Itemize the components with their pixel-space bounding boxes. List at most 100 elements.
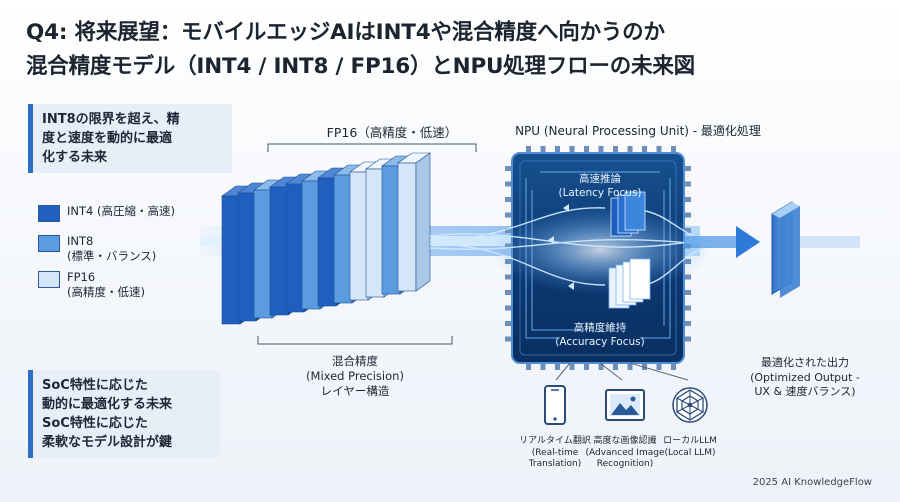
chip-pin (642, 362, 647, 370)
output-block (771, 201, 800, 298)
legend-label: FP16 (67, 270, 96, 284)
app-label: (Advanced Image (585, 447, 665, 458)
npu-label: NPU (Neural Processing Unit) - 最適化処理 (515, 124, 761, 138)
chip-pin (598, 362, 604, 370)
fp16-label: FP16（高精度・低速） (326, 125, 458, 140)
chip-pin (569, 146, 575, 154)
chip-pin (683, 212, 691, 218)
callout-bottom-line: SoC特性に応じた (42, 378, 148, 393)
layer-fp16 (397, 152, 431, 292)
npu-accuracy-block (608, 258, 651, 309)
chip-pin (671, 362, 676, 370)
chip-pin (598, 146, 604, 154)
legend-swatch-fp16 (38, 271, 60, 288)
output-label-line: UX & 速度バランス) (754, 385, 856, 398)
callout-bottom: SoC特性に応じた 動的に最適化する未来 SoC特性に応じた 柔軟なモデル設計が… (28, 370, 220, 458)
mixed-precision-label: 混合精度 (Mixed Precision) レイヤー構造 (290, 354, 420, 399)
legend-swatch-int4 (38, 205, 60, 222)
callout-top-line: 度と速度を動的に最適 (42, 131, 173, 146)
app-connectors (555, 362, 689, 381)
legend-item-fp16: FP16 (高精度・低速) (38, 270, 145, 300)
chip-pin (505, 321, 513, 326)
app-label: Translation) (528, 459, 582, 469)
fp16-bracket (267, 143, 477, 152)
page-title: Q4: 将来展望：モバイルエッジAIはINT4や混合精度へ向かうのか 混合精度モ… (26, 16, 886, 84)
chip-pin (627, 146, 633, 154)
chip-pin (584, 146, 589, 154)
chip-pin (656, 146, 662, 154)
chip-pin (505, 166, 513, 171)
app-label: (Local LLM) (664, 447, 716, 458)
footer-credit: 2025 AI KnowledgeFlow (752, 477, 872, 488)
chip-pin (505, 197, 513, 202)
npu-accuracy-label: 高精度維持 (Accuracy Focus) (545, 322, 655, 349)
chip-pin (683, 305, 691, 311)
output-label-line: 最適化された出力 (761, 356, 849, 369)
callout-top-line: 化する未来 (42, 150, 108, 165)
mixed-label-line: 混合精度 (332, 354, 378, 368)
legend-sublabel: (高精度・低速) (67, 285, 145, 299)
smartphone-icon (544, 385, 566, 425)
app-advanced-image-recognition: 高度な画像認識 (Advanced Image Recognition) (580, 382, 670, 471)
mixed-label-line: レイヤー構造 (320, 384, 390, 398)
app-realtime-translation: リアルタイム翻訳 (Real-time Translation) (510, 382, 600, 471)
chip-pin (683, 336, 691, 342)
page-title-line-1: Q4: 将来展望：モバイルエッジAIはINT4や混合精度へ向かうのか (26, 20, 665, 45)
chip-pin (540, 362, 546, 370)
output-label: 最適化された出力 (Optimized Output - UX & 速度バランス… (740, 356, 870, 400)
chip-pin (642, 146, 647, 154)
network-icon (672, 387, 708, 423)
chip-pin (683, 274, 691, 280)
npu-latency-line: (Latency Focus) (558, 186, 642, 199)
legend-item-int8: INT8 (標準・バランス) (38, 234, 156, 264)
npu-chip (429, 146, 713, 370)
chip-pin (505, 212, 513, 218)
chip-pin (613, 146, 618, 154)
chip-pin (683, 321, 691, 326)
chip-pin (526, 362, 531, 370)
chip-pin (656, 362, 662, 370)
legend-label: INT8 (67, 234, 94, 248)
chip-pin (505, 305, 513, 311)
npu-latency-block (610, 191, 646, 237)
mixed-precision-layers (221, 152, 431, 325)
chip-pin (505, 181, 513, 187)
app-local-llm: ローカルLLM (Local LLM) (648, 382, 732, 459)
chip-pin (683, 166, 691, 171)
chip-pin (627, 362, 633, 370)
chip-pin (683, 181, 691, 187)
chip-pin (505, 290, 513, 295)
legend-item-int4: INT4 (高圧縮・高速) (38, 204, 175, 222)
callout-top-line: INT8の限界を超え、精 (42, 112, 180, 127)
app-label: Recognition) (596, 459, 654, 469)
page-title-line-2: 混合精度モデル（INT4 / INT8 / FP16）とNPU処理フローの未来図 (26, 54, 695, 79)
image-icon (605, 389, 645, 421)
npu-accuracy-line: 高精度維持 (573, 322, 627, 334)
chip-pin (505, 274, 513, 280)
callout-top: INT8の限界を超え、精 度と速度を動的に最適 化する未来 (28, 104, 232, 173)
app-label: (Real-time (531, 447, 579, 458)
chip-pin (683, 290, 691, 295)
chip-pin (683, 197, 691, 202)
chip-pin (526, 146, 531, 154)
chip-pin (555, 146, 560, 154)
callout-bottom-line: 動的に最適化する未来 (42, 397, 173, 412)
chip-pin (555, 362, 560, 370)
output-label-line: (Optimized Output - (750, 370, 860, 384)
npu-latency-line: 高速推論 (579, 173, 621, 185)
chip-pin (613, 362, 618, 370)
mixed-bracket (257, 336, 453, 345)
app-label: リアルタイム翻訳 (519, 436, 591, 446)
npu-latency-label: 高速推論 (Latency Focus) (545, 173, 655, 200)
app-label: ローカルLLM (663, 436, 717, 446)
callout-bottom-line: SoC特性に応じた (42, 416, 148, 431)
chip-pin (569, 362, 575, 370)
callout-bottom-line: 柔軟なモデル設計が鍵 (42, 435, 173, 450)
chip-pin (505, 336, 513, 342)
npu-accuracy-line: (Accuracy Focus) (555, 335, 645, 348)
app-label: 高度な画像認識 (593, 436, 657, 446)
chip-pin (584, 362, 589, 370)
legend-sublabel: (標準・バランス) (67, 249, 157, 263)
mixed-label-line: (Mixed Precision) (306, 369, 404, 383)
